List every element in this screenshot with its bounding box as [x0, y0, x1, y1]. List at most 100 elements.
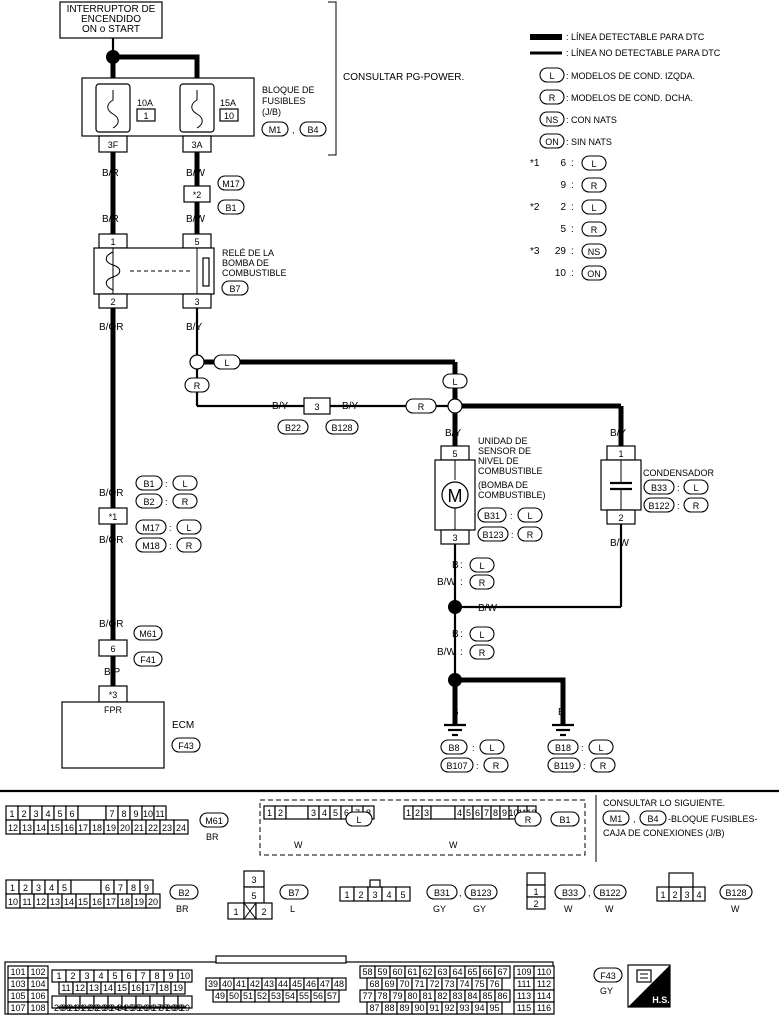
term-3f-label: 3F: [108, 140, 119, 150]
b123-color: GY: [473, 904, 486, 914]
pin-number: 4: [49, 883, 54, 893]
tag-m17: [217, 175, 245, 191]
face-tag-b33: [554, 884, 586, 900]
pin-number: 88: [384, 1003, 394, 1013]
colon-b2b: :: [165, 497, 168, 507]
face-tag-b2: [169, 884, 199, 900]
pin-number: 113: [517, 991, 531, 1001]
code-r-b123: [517, 526, 543, 542]
code-l-m17: [176, 519, 202, 535]
fuse2-amp: 15A: [220, 98, 236, 108]
legend-l-tag: [539, 67, 565, 83]
b7-pin5: 5: [251, 891, 256, 901]
pin-number: 32: [89, 1003, 99, 1013]
pin-number: 91: [429, 1003, 439, 1013]
consult-m1-tag: [602, 810, 630, 826]
pin-number: 1: [9, 809, 14, 819]
pin-number: 6: [126, 971, 131, 981]
sender-line6: COMBUSTIBLE): [478, 490, 546, 500]
pin-number: 85: [482, 991, 492, 1001]
pin-number: 116: [537, 1003, 551, 1013]
tag-b1-label: B1: [225, 203, 236, 213]
code-r-b123-label: R: [527, 530, 534, 540]
tag-b33: [643, 479, 675, 495]
pin-number: 7: [118, 883, 123, 893]
sender-line2: SENSOR DE: [478, 446, 531, 456]
legend-on-text: : SIN NATS: [566, 137, 612, 147]
tag-f43: [171, 737, 201, 753]
face-tag-b7: [279, 884, 309, 900]
pin-number: 60: [392, 967, 402, 977]
legend-r-code: R: [549, 93, 556, 103]
relay-pin1-label: 1: [110, 237, 115, 247]
code-r-b107-label: R: [493, 761, 500, 771]
colon-bw1: :: [460, 577, 463, 588]
pin-number: 43: [264, 979, 274, 989]
pin-number: 3: [84, 971, 89, 981]
pin-number: 56: [313, 991, 323, 1001]
conn-star1-label: *1: [109, 512, 118, 522]
pin-number: 1: [10, 883, 15, 893]
pin-number: 92: [444, 1003, 454, 1013]
pin-number: 106: [30, 991, 45, 1001]
pin-number: 87: [369, 1003, 379, 1013]
code-l-1-label: L: [224, 358, 229, 368]
pin-number: 19: [106, 823, 116, 833]
pin-number: 7: [484, 808, 489, 818]
legend-n3a-tag: [581, 243, 607, 259]
b7-color: L: [290, 904, 295, 914]
colon-b122: :: [677, 501, 680, 511]
b7-pin2: 2: [261, 907, 266, 917]
pin-number: 79: [392, 991, 402, 1001]
wire-by-label2: B/Y: [272, 401, 288, 412]
pin-number: 63: [437, 967, 447, 977]
pin-number: 10: [508, 808, 518, 818]
colon-b33: :: [677, 483, 680, 493]
pin-number: 4: [45, 809, 50, 819]
tag-b8: [440, 739, 468, 755]
conn-star2-label: *2: [193, 190, 202, 200]
code-r-2: [405, 398, 437, 414]
legend-n2: *2: [530, 202, 540, 213]
tag-b22: [277, 419, 309, 435]
code-l-b1b: [172, 475, 198, 491]
pin-number: 73: [444, 979, 454, 989]
sender-pin5-label: 5: [452, 449, 457, 459]
face-tag-m61: [199, 812, 229, 828]
pin-number: 81: [422, 991, 432, 1001]
pin-number: 95: [489, 1003, 499, 1013]
hs-badge-icon: [627, 964, 671, 1008]
pin-number: 4: [457, 808, 462, 818]
pin-lock-tab: [285, 805, 309, 820]
pin-number: 54: [285, 991, 295, 1001]
legend-n1b-tag: [581, 177, 607, 193]
relay-contact-icon: [202, 257, 210, 287]
pin-number: 9: [502, 808, 507, 818]
b7-pin1: 1: [233, 907, 238, 917]
pin-number: 77: [362, 991, 372, 1001]
pin-number: 71: [414, 979, 424, 989]
pin-number: 61: [407, 967, 417, 977]
colon-m17: :: [169, 523, 172, 533]
tag-b31: [477, 507, 507, 523]
hs-badge-label: H.S.: [652, 995, 670, 1005]
wire-bw-r1: B/W: [437, 577, 456, 588]
pin-number: 35: [131, 1003, 141, 1013]
pin-number: 14: [103, 983, 113, 993]
b33-pin2: 2: [533, 899, 538, 909]
wire-bp-label: B/P: [104, 667, 120, 678]
pin-number: 69: [384, 979, 394, 989]
consult-sep: ,: [633, 814, 636, 824]
pin-number: 21: [134, 823, 144, 833]
legend-n1a-colon: :: [571, 158, 574, 169]
pin-number: 36: [145, 1003, 155, 1013]
term-3a-label: 3A: [191, 140, 202, 150]
pin-number: 47: [320, 979, 330, 989]
pin-number: 6: [105, 883, 110, 893]
face-tag-b122-label: B122: [599, 888, 620, 898]
pin-number: 30: [61, 1003, 71, 1013]
b33-color: W: [564, 904, 573, 914]
code-r-g1-label: R: [479, 578, 486, 588]
